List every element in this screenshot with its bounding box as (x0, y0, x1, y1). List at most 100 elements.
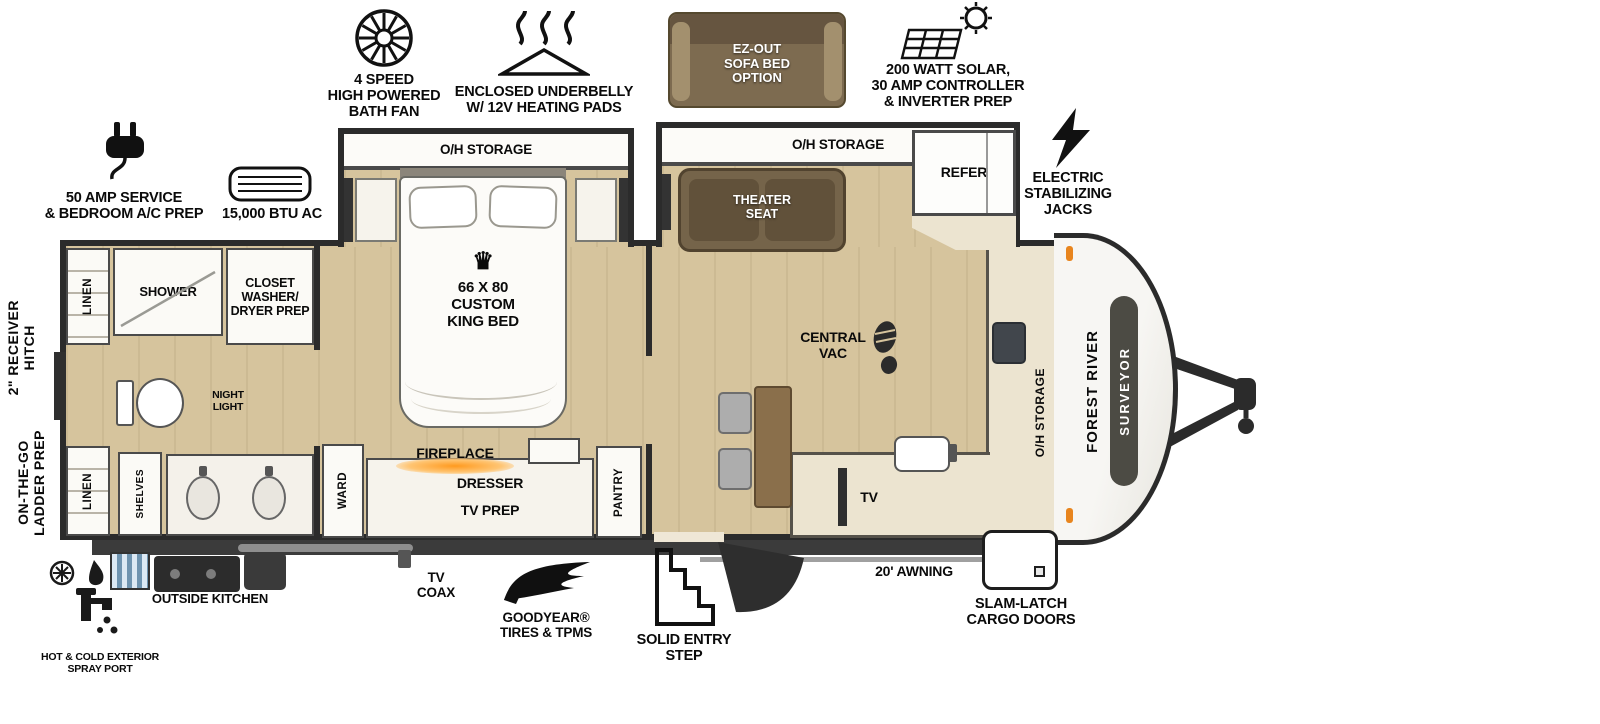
tv-coax-icon (398, 550, 411, 568)
ladder-prep-label: ON-THE-GO LADDER PREP (15, 430, 47, 536)
pillow-left (408, 184, 478, 230)
underbelly-label: ENCLOSED UNDERBELLY W/ 12V HEATING PADS (454, 84, 634, 117)
brand-decal: FOREST RIVER (1083, 329, 1101, 453)
fireplace-label: FIREPLACE (416, 445, 494, 461)
bedroom-window-right (619, 178, 628, 242)
footprint-icon (873, 321, 898, 374)
theater-cushion-left (689, 179, 759, 241)
wall-bath-bedroom-lower (314, 446, 320, 538)
entry-door-swing (718, 542, 804, 613)
theater-seat-label: THEATER SEAT (732, 193, 792, 221)
linen-closet-top: LINEN (66, 248, 110, 345)
swing-tv (838, 468, 847, 526)
vanity (166, 454, 314, 536)
theater-seat: THEATER SEAT (678, 168, 846, 252)
galley-counter (986, 246, 1056, 538)
nightstand-right (575, 178, 617, 242)
sofa-arm-left (672, 22, 690, 101)
entry-door-threshold (654, 532, 724, 542)
sofa-back (670, 14, 844, 44)
bedroom-oh-storage: O/H STORAGE (344, 134, 628, 170)
headboard (400, 168, 566, 178)
sofa-bed-option: EZ-OUT SOFA BED OPTION (668, 12, 846, 108)
entry-step-label: SOLID ENTRY STEP (636, 632, 732, 665)
king-bed: ♛ 66 X 80 CUSTOM KING BED (399, 176, 567, 428)
wall-bedroom-living-upper (646, 246, 652, 356)
vanity-faucet-left (199, 466, 207, 476)
wall-bedroom-living-lower (646, 444, 652, 538)
night-light-label: NIGHT LIGHT (212, 389, 244, 413)
sofa-arm-right (824, 22, 842, 101)
grill-knob-1 (170, 569, 180, 579)
solar-label: 200 WATT SOLAR, 30 AMP CONTROLLER & INVE… (871, 62, 1025, 111)
marker-light-top (1066, 246, 1073, 261)
goodyear-label: GOODYEAR® TIRES & TPMS (499, 610, 593, 641)
shower-glass (120, 270, 216, 328)
goodyear-wingfoot-icon (504, 562, 590, 604)
stabilizing-jacks-label: ELECTRIC STABILIZING JACKS (1024, 170, 1112, 219)
vanity-sink-left (186, 476, 220, 520)
rear-window (54, 352, 66, 420)
btu-ac-label: 15,000 BTU AC (221, 206, 322, 222)
blanket-fold-2 (411, 384, 551, 414)
spray-port-label: HOT & COLD EXTERIOR SPRAY PORT (40, 651, 160, 675)
ac-unit-icon (228, 166, 312, 202)
power-plug-icon (106, 122, 144, 180)
shower: SHOWER (113, 248, 223, 336)
dresser-label: DRESSER (456, 475, 524, 491)
outside-kitchen-case (244, 552, 286, 590)
kitchen-counter (790, 452, 990, 538)
galley-sink (992, 322, 1026, 364)
sofa-bed-label: EZ-OUT SOFA BED OPTION (724, 41, 790, 86)
vanity-faucet-right (265, 466, 273, 476)
crown-icon: ♛ (472, 248, 494, 275)
shelves-unit: SHELVES (118, 452, 162, 536)
bath-fan-label: 4 SPEED HIGH POWERED BATH FAN (327, 72, 441, 121)
model-badge: SURVEYOR (1110, 296, 1138, 486)
kitchen-sink (894, 436, 950, 472)
dinette-chair-1 (718, 392, 752, 434)
marker-light-bottom (1066, 508, 1073, 523)
tv-label: TV (860, 489, 878, 505)
lightning-bolt-icon (1052, 108, 1090, 168)
pantry: PANTRY (596, 446, 642, 538)
kitchen-faucet (948, 444, 957, 462)
linen-closet-bottom: LINEN (66, 446, 110, 536)
heating-pads-icon (498, 10, 590, 76)
refer-door-line (985, 133, 988, 213)
nightstand-left (355, 178, 397, 242)
amp-service-label: 50 AMP SERVICE & BEDROOM A/C PREP (44, 190, 204, 223)
dinette-chair-2 (718, 448, 752, 490)
awning-roll (700, 557, 1052, 562)
wardrobe: WARD (322, 444, 364, 538)
theater-cushion-right (765, 179, 835, 241)
receiver-hitch-label: 2" RECEIVER HITCH (5, 300, 37, 396)
living-window-left (662, 174, 671, 230)
spray-port-icon (49, 560, 118, 634)
outside-kitchen-label: OUTSIDE KITCHEN (151, 591, 269, 606)
closet-washer-dryer: CLOSET WASHER/ DRYER PREP (226, 248, 314, 345)
dinette-table (754, 386, 792, 508)
pillow-right (488, 184, 558, 230)
chassis-rail (92, 540, 1020, 555)
cargo-door (982, 530, 1058, 590)
vanity-sink-right (252, 476, 286, 520)
outside-kitchen-grill (154, 556, 240, 592)
kitchen-oh-storage: O/H STORAGE (1033, 368, 1047, 458)
toilet-tank (116, 380, 134, 426)
grill-knob-2 (206, 569, 216, 579)
hitch-tongue (1168, 354, 1256, 446)
central-vac-label: CENTRAL VAC (800, 329, 866, 361)
utility-pipe (238, 544, 413, 552)
king-bed-label: 66 X 80 CUSTOM KING BED (447, 279, 519, 330)
outside-kitchen-cooler (110, 552, 150, 590)
refrigerator: REFER (912, 130, 1016, 216)
wall-bath-bedroom-upper (314, 246, 320, 350)
solar-panel-icon (900, 2, 992, 60)
toilet-bowl (136, 378, 184, 428)
cargo-door-latch (1034, 566, 1045, 577)
bath-fan-icon (355, 9, 413, 67)
awning-label: 20' AWNING (875, 563, 953, 579)
fireplace-glow (396, 458, 514, 474)
